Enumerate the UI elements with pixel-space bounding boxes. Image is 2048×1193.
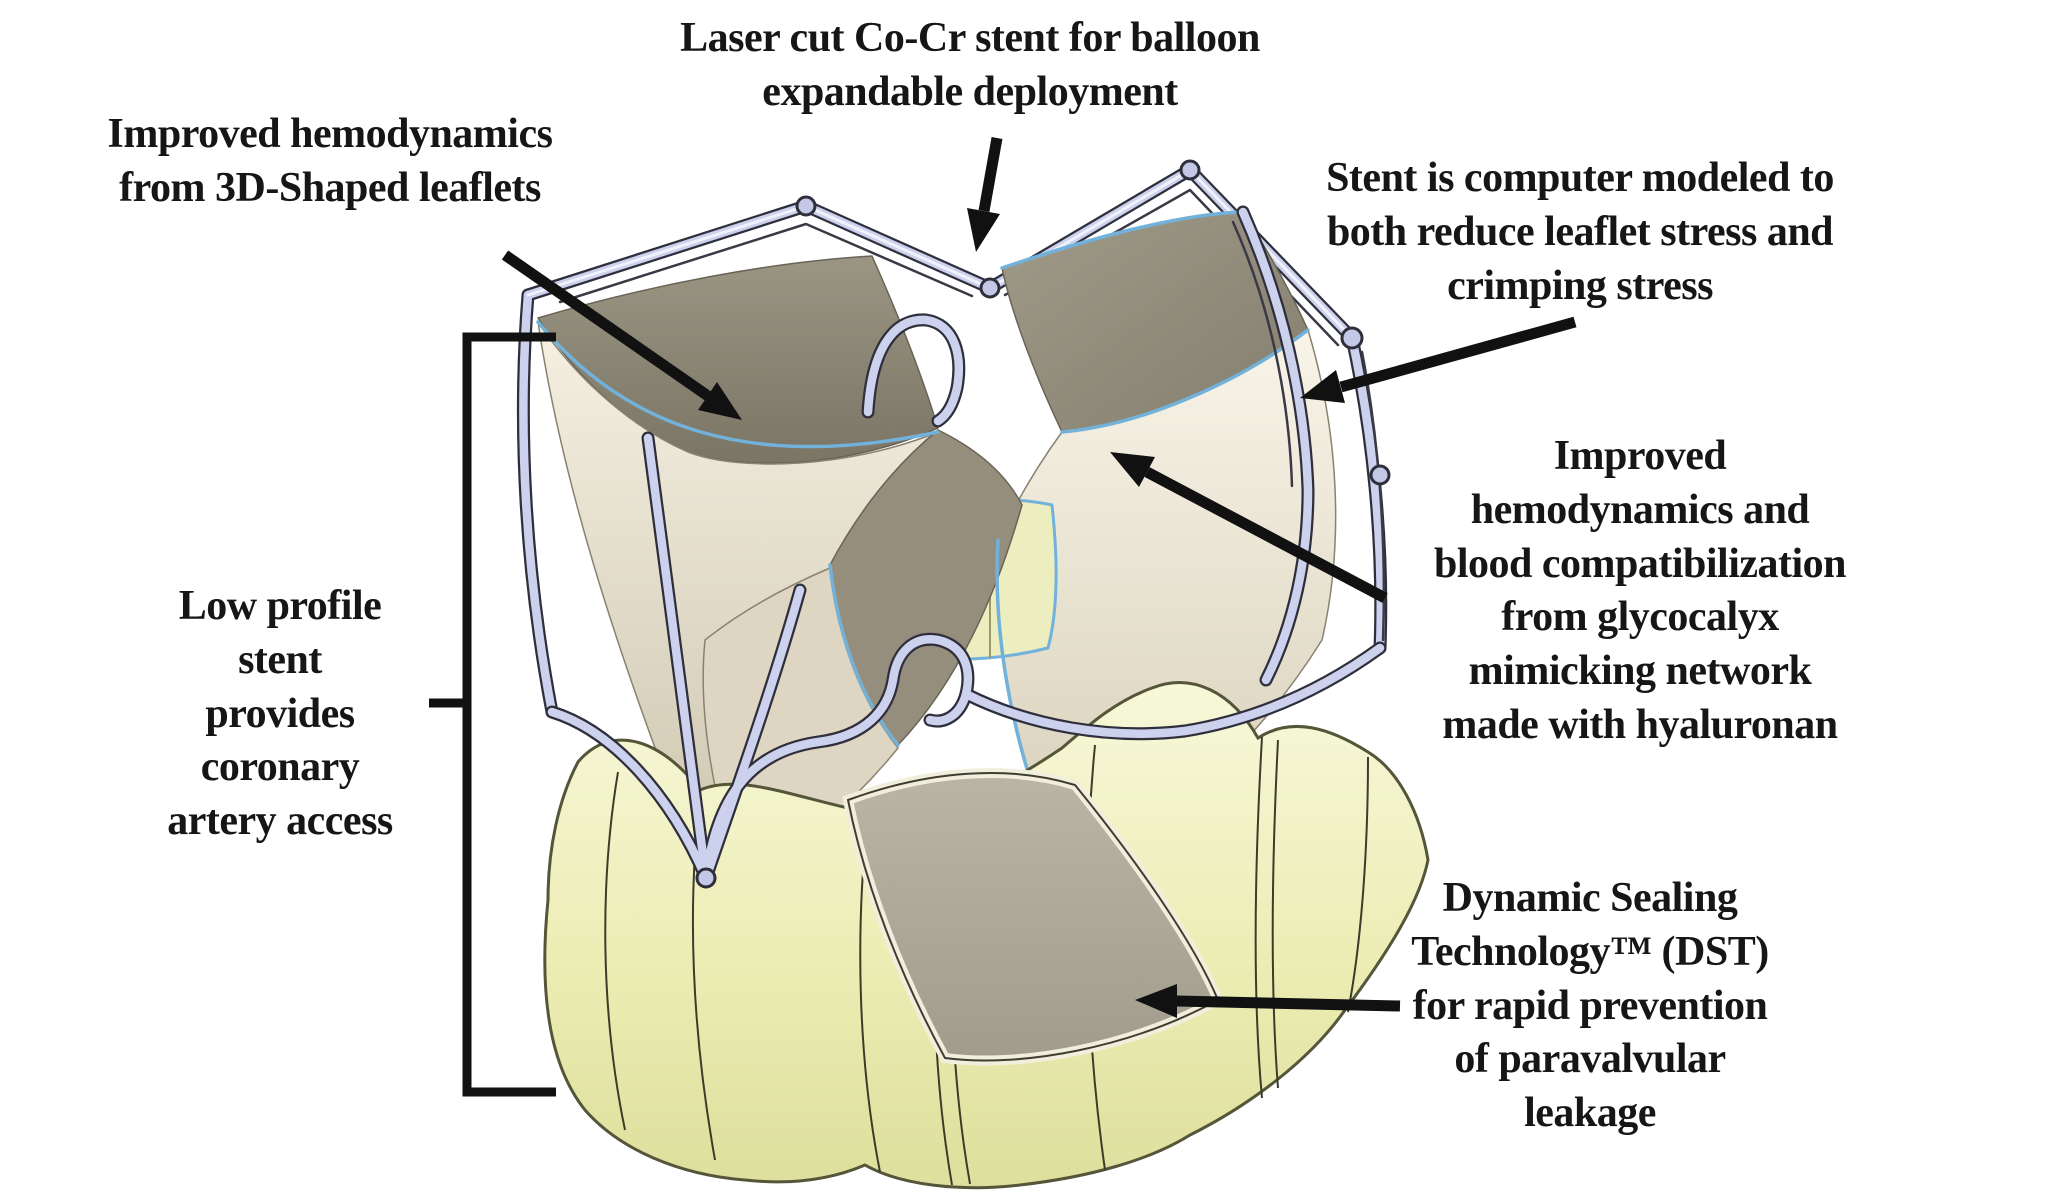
arrow-glycocalyx-network: [1110, 452, 1388, 603]
label-glycocalyx-network: Improved hemodynamics and blood compatib…: [1433, 433, 1847, 748]
label-dynamic-sealing: Dynamic Sealing Technology™ (DST) for ra…: [1411, 875, 1769, 1136]
arrow-dynamic-sealing: [1135, 984, 1401, 1018]
label-computer-modeled: Stent is computer modeled to both reduce…: [1326, 155, 1834, 309]
left-bracket: [429, 332, 556, 1097]
label-laser-cut-stent: Laser cut Co-Cr stent for balloon expand…: [680, 15, 1260, 115]
annotation-arrows: [501, 137, 1577, 1018]
label-low-profile-stent: Low profile stent provides coronary arte…: [167, 583, 393, 844]
stent-front-struts: [545, 159, 1391, 889]
label-3d-leaflets: Improved hemodynamics from 3D-Shaped lea…: [107, 111, 553, 211]
arrow-computer-modeled: [1300, 316, 1577, 403]
arrow-3d-leaflets: [501, 250, 742, 420]
stent-nodes: [695, 159, 1391, 889]
arrow-laser-cut-stent: [967, 137, 1003, 252]
